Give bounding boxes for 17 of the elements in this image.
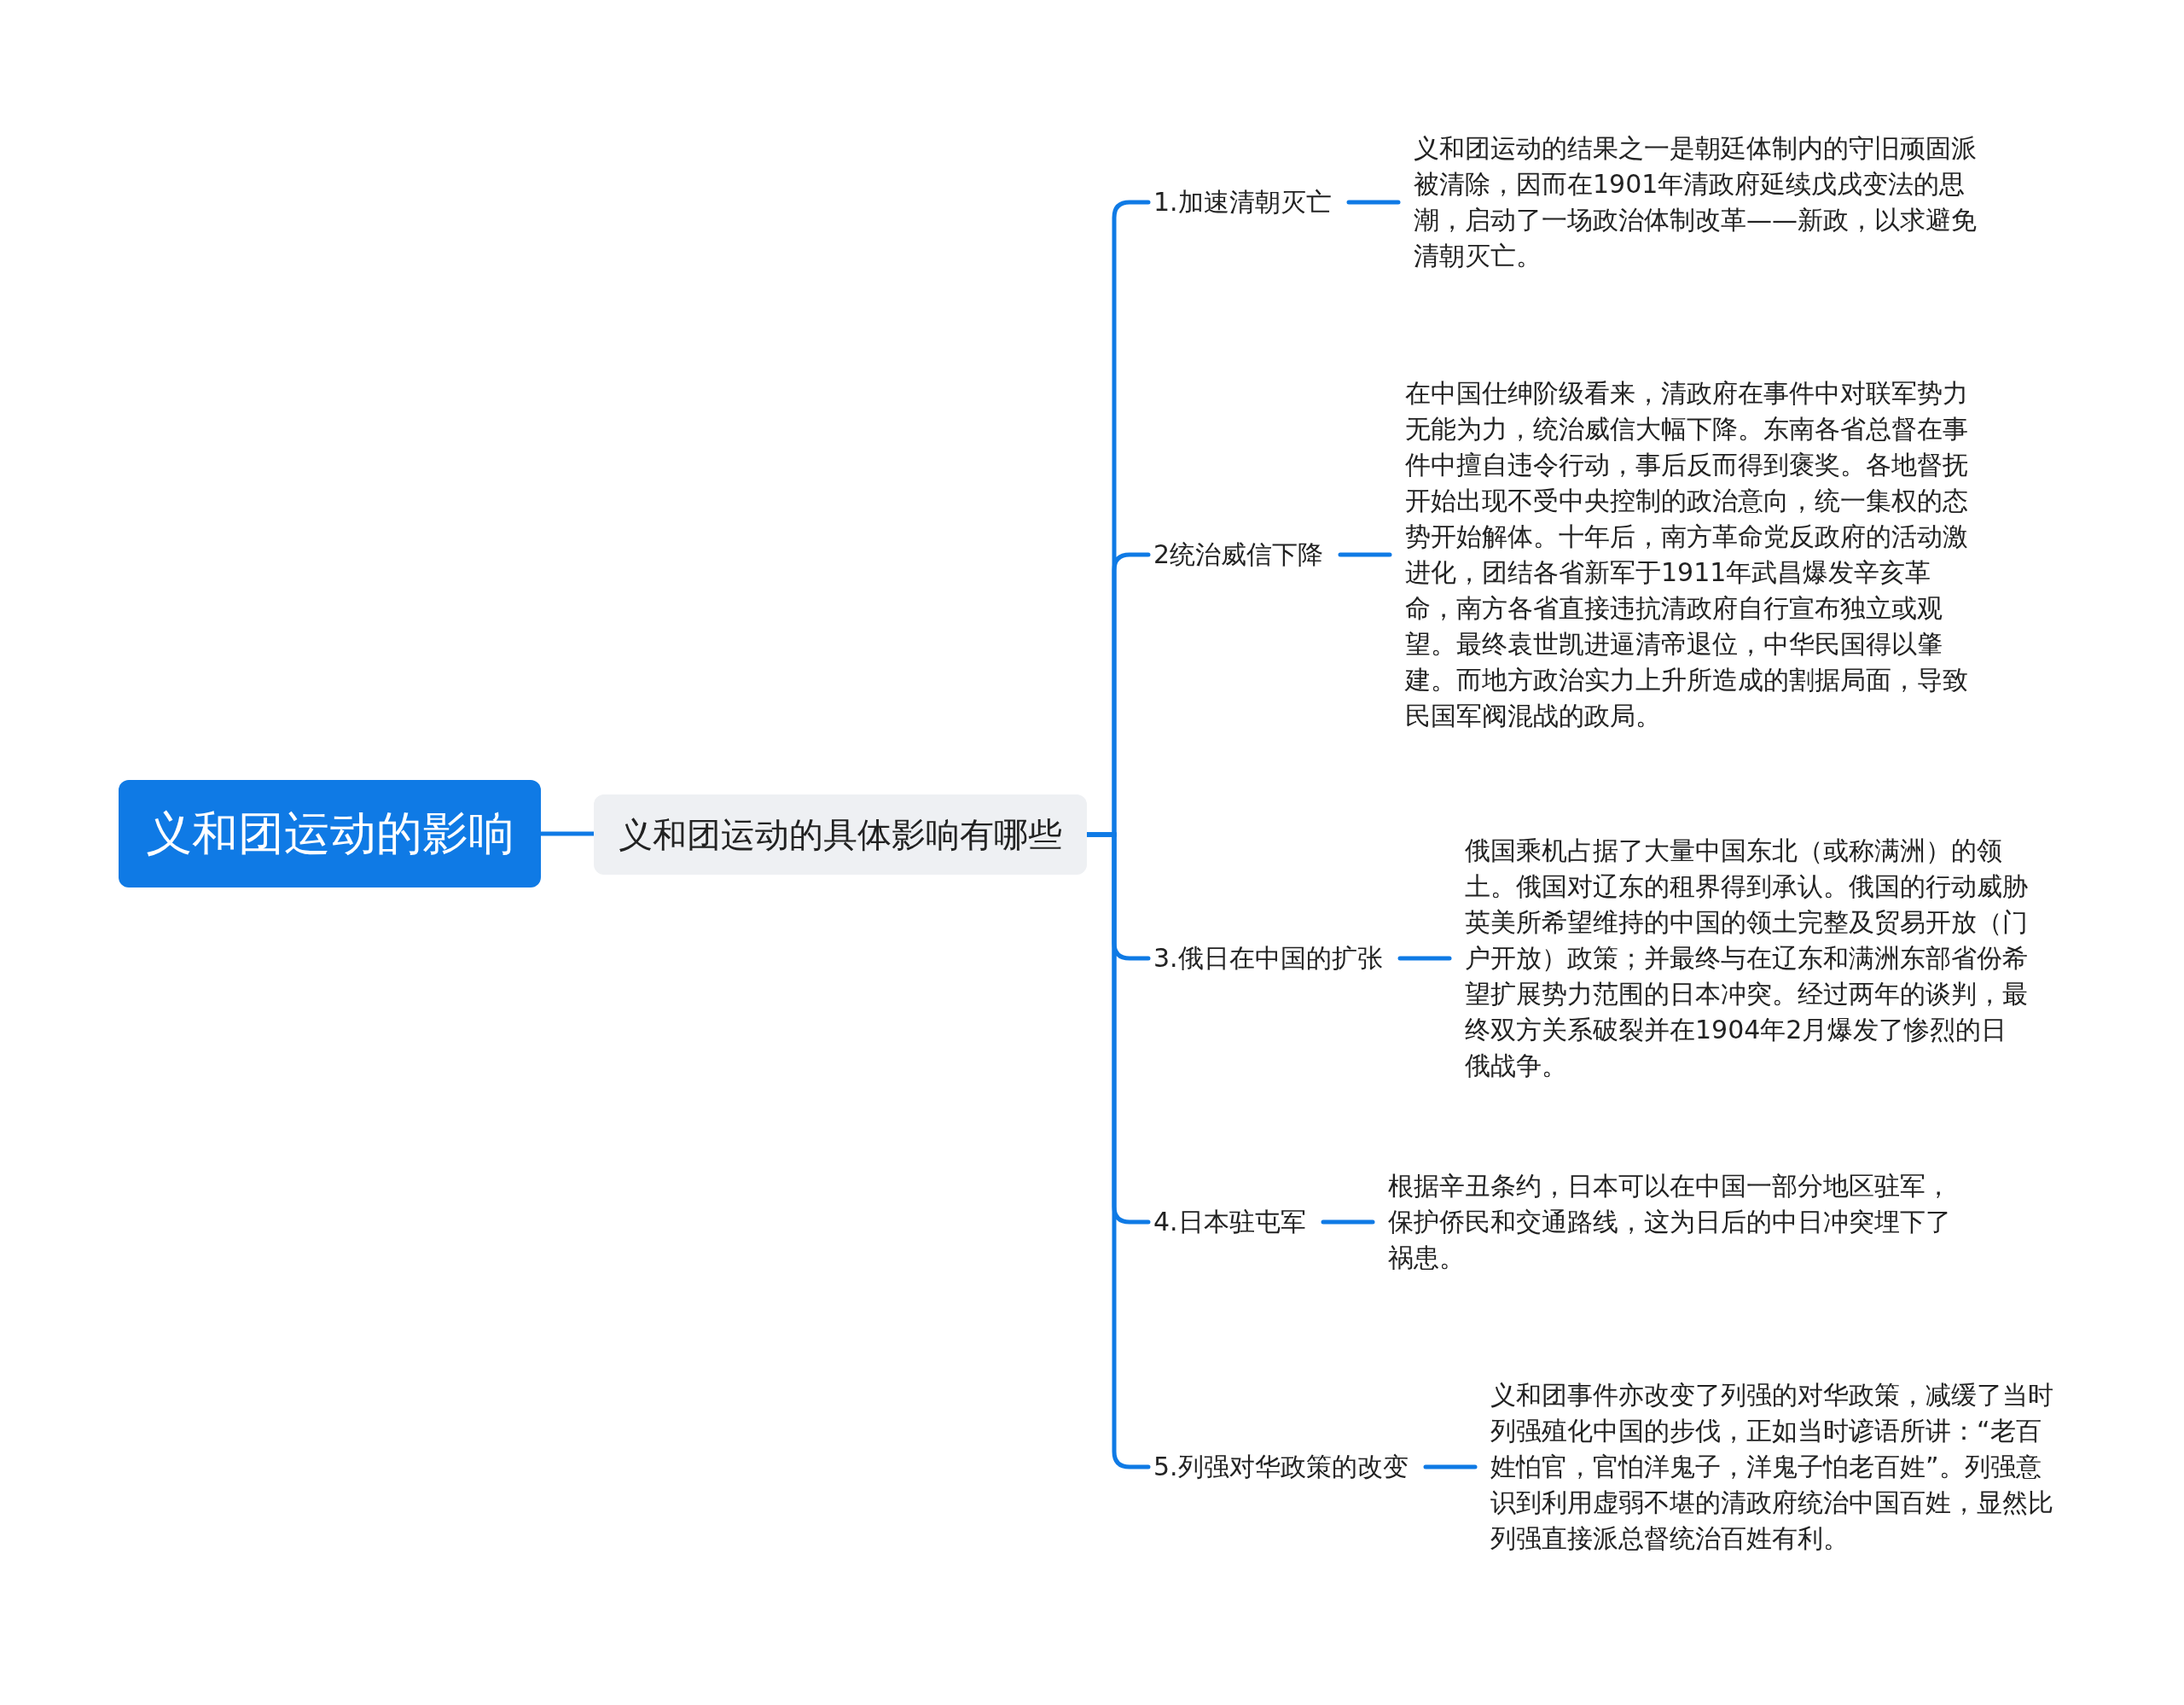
description-text: 义和团运动的结果之一是朝廷体制内的守旧顽固派被清除，因而在1901年清政府延续戊戌变法的思潮，启动了一场政治体制改革——新政，以求避免清朝灭亡。 [1414,131,1977,274]
connector-line [1397,956,1452,961]
branch-label: 1.加速清朝灭亡 [1148,182,1337,223]
topic-box: 义和团运动的具体影响有哪些 [594,794,1087,875]
central-topic-box: 义和团运动的影响 [119,780,541,887]
connector-line [1423,1464,1478,1469]
description-text: 义和团事件亦改变了列强的对华政策，减缓了当时列强殖化中国的步伐，正如当时谚语所讲：“老百姓怕官，官怕洋鬼子，洋鬼子怕老百姓”。列强意识到利用虚弱不堪的清政府统治中国百姓，显然比列强直接派总督统治百姓有利。 [1490,1377,2053,1557]
branch-label: 5.列强对华政策的改变 [1148,1446,1414,1487]
description-text: 俄国乘机占据了大量中国东北（或称满洲）的领土。俄国对辽东的租界得到承认。俄国的行动威胁英美所希望维持的中国的领土完整及贸易开放（门户开放）政策；并最终与在辽东和满洲东部省份希望扩展势力范围的日本冲突。经过两年的谈判，最终双方关系破裂并在1904年2月爆发了惨烈的日俄战争。 [1465,833,2028,1084]
description-text: 根据辛丑条约，日本可以在中国一部分地区驻军，保护侨民和交通路线，这为日后的中日冲突埋下了祸患。 [1388,1168,1951,1276]
connector-line [1346,200,1401,205]
branch-label: 2统治威信下降 [1148,534,1329,575]
branch-label: 3.俄日在中国的扩张 [1148,938,1388,979]
description-text: 在中国仕绅阶级看来，清政府在事件中对联军势力无能为力，统治威信大幅下降。东南各省总督在事件中擅自违令行动，事后反而得到褒奖。各地督抚开始出现不受中央控制的政治意向，统一集权的态势开始解体。十年后，南方革命党反政府的活动激进化，团结各省新军于1911年武昌爆发辛亥革命，南方各省直接违抗清政府自行宣布独立或观望。最终袁世凯进逼清帝退位，中华民国得以肇建。而地方政治实力上升所造成的割据局面，导致民国军阀混战的政局。 [1405,375,1968,734]
connector-line [1321,1219,1375,1225]
connector-line [1338,552,1392,557]
branch-label: 4.日本驻屯军 [1148,1202,1311,1242]
